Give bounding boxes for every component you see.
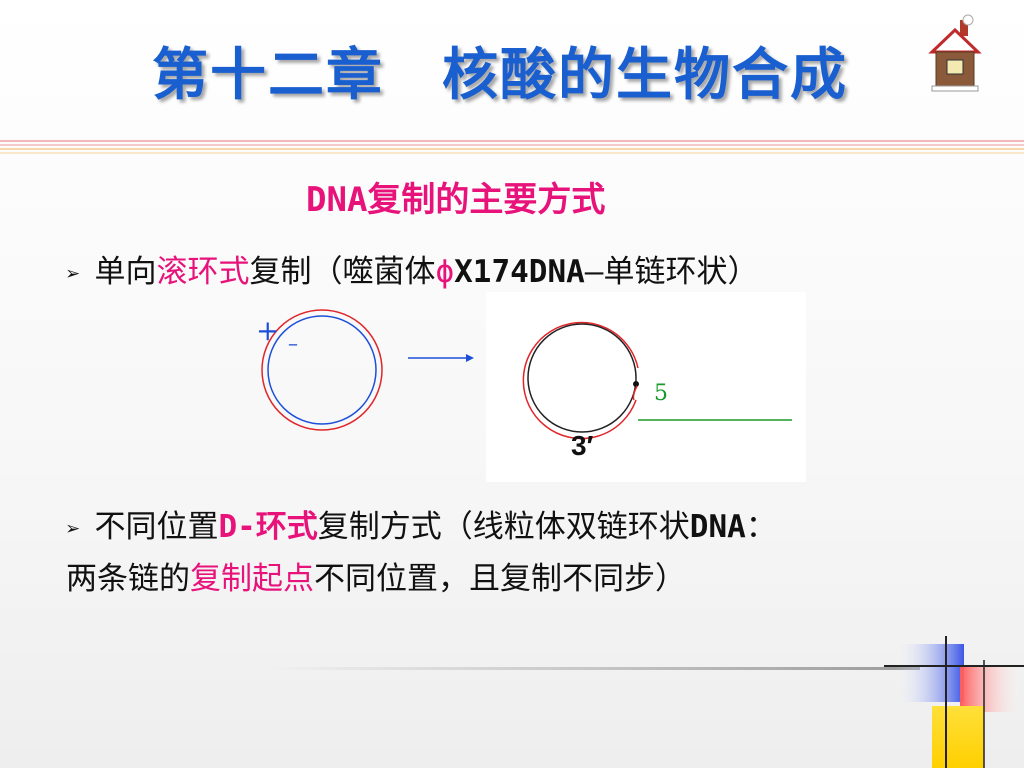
plus-label: + [256,314,279,347]
template-circle [527,323,637,433]
three-prime-label: 3′ [571,430,594,461]
bullet-item-d-loop: ➢ 不同位置D-环式复制方式（线粒体双链环状DNA： 两条链的复制起点不同位置，且… [66,502,986,604]
arrow-head-icon [466,354,474,362]
inner-strand-circle [267,315,377,425]
item2-dna: DNA [689,509,746,545]
item1-highlight: 滚环式 [156,254,250,290]
outer-strand-circle [261,309,383,431]
decorative-squares-icon [884,636,1024,768]
bullet-item-rolling-circle: ➢ 单向滚环式复制（噬菌体ϕX174DNA—单链环状） [66,246,758,291]
item1-middle: 复制（噬菌体 [249,254,436,290]
item1-suffix: 单链环状） [603,254,759,290]
item1-dna-name: X174DNA [454,254,585,290]
item2-prefix: 不同位置 [94,509,219,545]
bullet-arrow-icon: ➢ [66,515,81,543]
displaced-red-strand [522,321,639,440]
minus-label: – [288,331,298,355]
item1-prefix: 单向 [94,254,157,290]
bottom-divider [270,667,920,670]
title-divider [0,140,1024,154]
five-prime-label: 5 [654,381,668,406]
house-icon [928,14,982,92]
red-tail [632,385,638,401]
section-subtitle: DNA复制的主要方式 [306,180,606,220]
diagram-panel [486,292,806,482]
item1-phi: ϕ [435,254,455,290]
item1-dash: — [584,254,604,290]
item2-colon: ： [745,509,777,545]
item2-line2-suffix: 不同位置，且复制不同步） [314,561,686,597]
item2-middle: 复制方式（线粒体双链环状 [317,509,690,545]
rolling-circle-diagram: + – 5 [256,292,806,482]
item2-highlight: D-环式 [218,509,318,545]
item2-highlight2: 复制起点 [190,561,314,597]
replication-fork-dot [633,381,639,387]
item2-line2-prefix: 两条链的 [66,561,190,597]
bullet-arrow-icon: ➢ [66,260,81,288]
slide-title: 第十二章 核酸的生物合成 [152,43,848,108]
